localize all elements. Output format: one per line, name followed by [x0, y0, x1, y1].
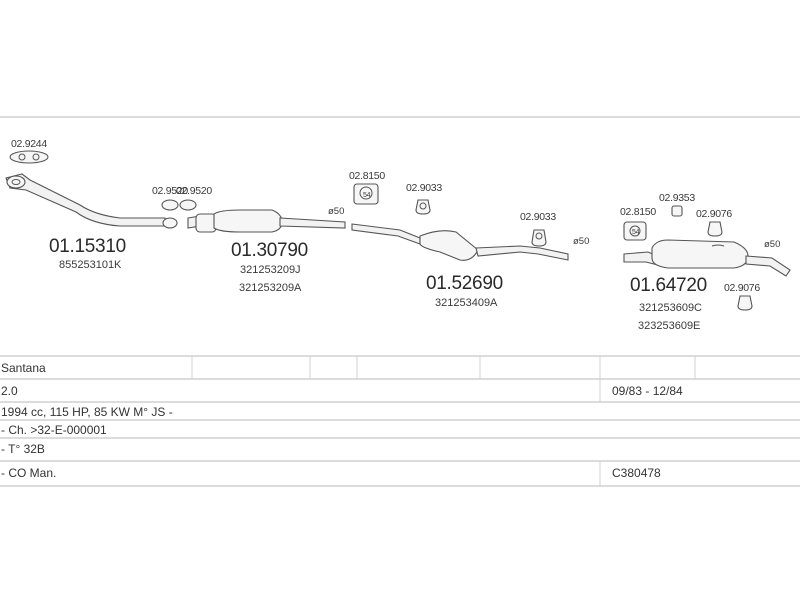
- application-table: [0, 355, 800, 487]
- rubber-rear-top-number: 02.9076: [696, 208, 732, 220]
- rear-silencer-number: 01.64720: [630, 275, 707, 296]
- clip-rear-number: 02.9353: [659, 192, 695, 204]
- rear-silencer-oem-2: 323253609E: [638, 320, 700, 332]
- rubber-mount-icon[interactable]: [707, 221, 723, 237]
- diameter-3: ø50: [764, 239, 780, 250]
- mount-mid-number: 02.9033: [406, 182, 442, 194]
- rear-silencer-oem-1: 321253609C: [639, 302, 702, 314]
- type-cell: - T° 32B: [1, 442, 45, 456]
- hanger-badge-rear: 54: [632, 229, 640, 236]
- front-silencer-number: 01.30790: [231, 240, 308, 261]
- center-silencer-number: 01.52690: [426, 273, 503, 294]
- front-silencer-oem-1: 321253209J: [240, 264, 301, 276]
- mount-icon[interactable]: [531, 229, 547, 247]
- front-pipe[interactable]: [5, 173, 166, 227]
- clip-icon[interactable]: [671, 205, 683, 217]
- hanger-icon[interactable]: [353, 183, 379, 205]
- front-silencer[interactable]: [187, 209, 346, 233]
- rubber-mount-icon[interactable]: [737, 295, 753, 311]
- center-silencer-oem-1: 321253409A: [435, 297, 498, 309]
- code-cell: C380478: [612, 466, 661, 480]
- clamp-a-number: 02.9520: [152, 185, 188, 197]
- hanger-mid-number: 02.8150: [349, 170, 385, 182]
- engine-cell: 2.0: [1, 384, 18, 398]
- rear-silencer[interactable]: [623, 239, 791, 277]
- diameter-1: ø50: [328, 206, 344, 217]
- front-pipe-oem-1: 855253101K: [59, 259, 122, 271]
- mount-icon[interactable]: [415, 199, 431, 215]
- gasket-icon[interactable]: [9, 150, 49, 164]
- chassis-cell: - Ch. >32-E-000001: [1, 423, 107, 437]
- clamp-b-number: 02.9520: [176, 185, 212, 197]
- center-silencer[interactable]: [351, 223, 569, 261]
- clamp-icon[interactable]: [161, 199, 197, 229]
- mount-center-number: 02.9033: [520, 211, 556, 223]
- hanger-icon[interactable]: [623, 221, 647, 241]
- model-cell: Santana: [1, 361, 46, 375]
- years-cell: 09/83 - 12/84: [612, 384, 683, 398]
- hanger-rear-number: 02.8150: [620, 206, 656, 218]
- diameter-2: ø50: [573, 236, 589, 247]
- co-cell: - CO Man.: [1, 466, 56, 480]
- gasket-front-number: 02.9244: [11, 138, 47, 150]
- rubber-rear-bottom-number: 02.9076: [724, 282, 760, 294]
- spec-cell: 1994 cc, 115 HP, 85 KW M° JS -: [1, 405, 173, 419]
- front-pipe-number: 01.15310: [49, 236, 126, 257]
- front-silencer-oem-2: 321253209A: [239, 282, 302, 294]
- hanger-badge-mid: 54: [363, 192, 371, 199]
